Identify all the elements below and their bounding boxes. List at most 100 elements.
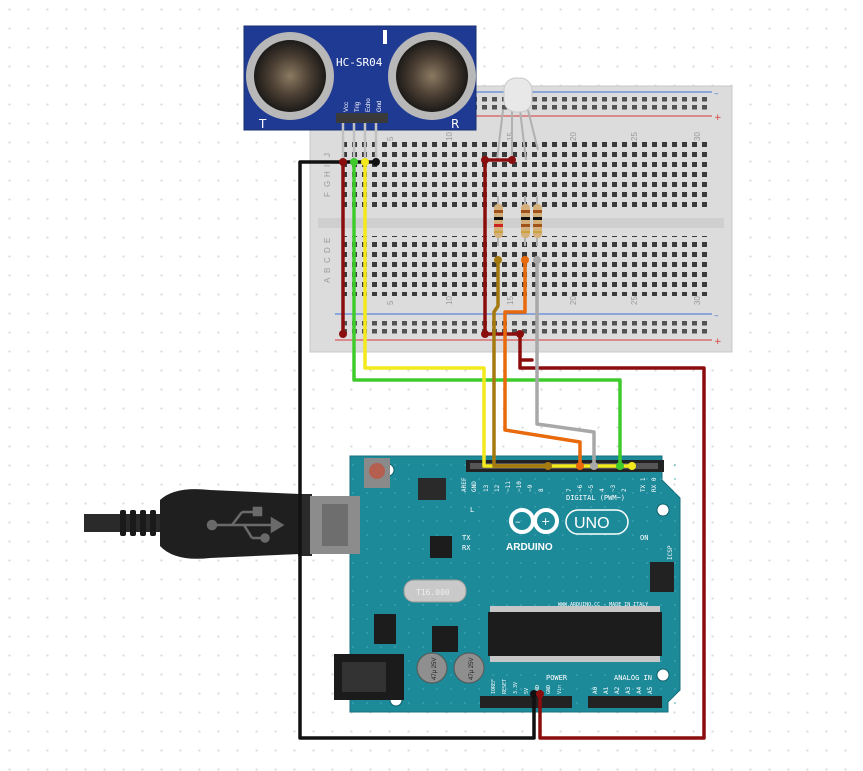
tx-label: TX [462,534,471,542]
digital-label: DIGITAL (PWM~) [566,494,625,502]
pin-label: 8 [538,488,545,492]
col-number: 15 [506,296,515,305]
wire-end [339,158,347,166]
pin-label-echo: Echo [366,98,372,112]
pin-label: 2 [621,488,628,492]
pin-label: GND [546,685,552,694]
sensor-t-mark: T [258,117,267,131]
row-letter: A [323,277,332,283]
row-letter: F [323,192,332,197]
logo-minus: – [515,515,521,528]
row-letter: J [323,153,332,157]
rail-plus-sign: + [714,113,722,123]
aref-label: AREF [461,477,468,492]
pin-label: ~10 [516,481,523,492]
rx-label: RX [462,544,471,552]
row-letter: E [323,238,332,243]
l-label: L [470,506,474,514]
rail-minus-sign-bottom: – [714,311,719,321]
model-label: UNO [574,515,610,532]
pin-label: ~5 [588,484,595,492]
pin-label: ~3 [610,484,617,492]
col-number: 10 [445,132,454,141]
pin-label: RESET [502,679,508,694]
analog-label: ANALOG IN [614,674,652,682]
site-label: WWW.ARDUINO.CC - MADE IN ITALY [558,602,648,608]
col-number: 30 [693,296,702,305]
wire-5v [341,160,706,740]
col-number: 25 [630,296,639,305]
pin-label: 5V [524,688,530,694]
col-number: 10 [445,296,454,305]
ultrasonic-sensor: HC-SR04 T R Vcc Trig Echo Gnd [243,25,477,162]
resistor [494,196,503,246]
pin-label: TX 1 [640,477,647,492]
col-number: 15 [506,132,515,141]
wire-end [628,462,636,470]
on-label: ON [640,534,648,542]
wire-end [533,256,541,264]
pin-label: ~9 [527,484,534,492]
wire-end [508,156,516,164]
brand-label: ARDUINO [506,542,553,553]
wire-end [516,330,524,338]
pin-label: 12 [494,484,501,492]
wire-end [361,158,369,166]
pin-label-trig: Trig [355,102,361,112]
wire-end [536,690,544,698]
logo-plus: + [541,515,550,528]
row-letter: C [323,257,332,263]
row-letter: B [323,268,332,273]
pin-label: A4 [636,686,643,694]
wire-end [544,462,552,470]
sensor-r-mark: R [451,117,459,131]
gnd-label: GND [471,481,478,492]
pin-label: Vin [557,685,563,694]
wire-red-channel [492,258,550,468]
row-letter: G [323,181,332,187]
wire-end [576,462,584,470]
row-letter: D [323,247,332,253]
wire-end [481,330,489,338]
pin-label: ~11 [505,481,512,492]
rail-minus-sign: – [714,89,719,99]
resistor [521,196,530,246]
wire-end [590,462,598,470]
usb-cable [84,489,360,559]
rgb-led [496,77,539,161]
col-number: 5 [386,300,395,305]
power-label: POWER [546,674,568,682]
pin-label: 4 [599,488,606,492]
wire-end [372,158,380,166]
pin-label: A0 [592,686,599,694]
usb-icon [206,506,285,543]
wire-end [521,256,529,264]
arduino-infinity-logo [509,508,559,534]
col-number: 30 [693,132,702,141]
wire-led-common [483,158,522,336]
sensor-model-label: HC-SR04 [336,56,383,69]
icsp-label: ICSP [667,545,674,560]
row-letter: H [323,171,332,177]
pin-label: 7 [566,488,573,492]
pin-label: A2 [614,686,621,694]
pin-label-gnd: Gnd [377,101,383,112]
pin-label: ~6 [577,484,584,492]
transmitter-icon [246,32,334,120]
crystal-label: T16.000 [416,588,450,597]
pin-label: RX 0 [651,477,658,492]
pin-label: 13 [483,484,490,492]
receiver-icon [388,32,476,120]
rail-plus-sign-bottom: + [714,337,722,347]
pin-label: IOREF [491,679,497,694]
pin-label: 3.3V [513,682,519,694]
col-number: 5 [386,136,395,141]
wire-end [481,156,489,164]
col-number: 20 [569,296,578,305]
col-number: 25 [630,132,639,141]
wire-end [350,158,358,166]
wire-green-channel [503,258,582,468]
col-number: 20 [569,132,578,141]
row-letter: I [323,165,332,167]
wire-gnd [298,160,536,740]
